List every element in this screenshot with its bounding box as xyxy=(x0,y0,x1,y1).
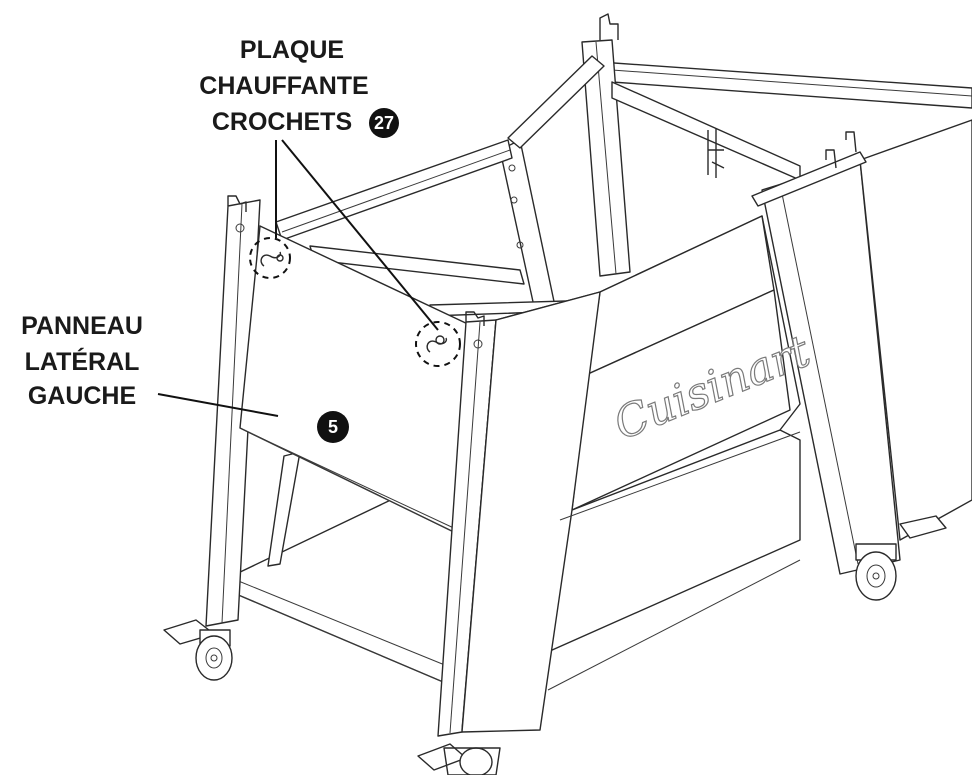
callout-left-side-panel: PANNEAU LATÉRAL GAUCHE xyxy=(21,312,143,410)
leader-side-panel xyxy=(157,393,279,417)
callout-hooks-line1: PLAQUE xyxy=(240,36,344,64)
caster-front-center xyxy=(417,743,501,775)
hook-right xyxy=(415,321,461,367)
left-side-panel xyxy=(205,195,497,737)
callout-hooks-line2: CHAUFFANTE xyxy=(199,72,368,100)
part-badge-27 xyxy=(369,108,399,138)
callout-panel-line2: LATÉRAL xyxy=(25,347,140,376)
hook-left xyxy=(249,237,291,279)
part-badge-5 xyxy=(317,411,349,443)
callout-heat-plate-hooks: PLAQUE CHAUFFANTE CROCHETS 27 xyxy=(199,36,399,138)
caster-right xyxy=(855,515,947,601)
leader-hook-right xyxy=(281,139,439,331)
part-number-5: 5 xyxy=(328,417,338,437)
callout-hooks-line3: CROCHETS xyxy=(212,108,352,136)
front-panel xyxy=(461,119,972,733)
callout-panel-line1: PANNEAU xyxy=(21,312,143,340)
callout-panel-line3: GAUCHE xyxy=(28,382,136,410)
part-label-5: 5 xyxy=(317,411,349,443)
caster-front-left xyxy=(163,619,233,681)
part-number-27: 27 xyxy=(374,113,394,133)
